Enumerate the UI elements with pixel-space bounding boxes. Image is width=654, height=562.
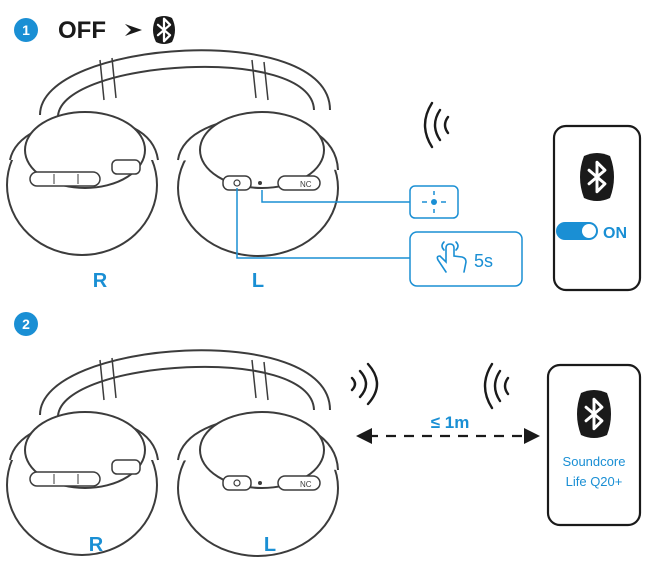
nc-button-label: NC (300, 180, 312, 189)
distance-arrow (356, 428, 540, 444)
bluetooth-toggle[interactable] (556, 222, 598, 240)
right-earcup-label: R (89, 534, 104, 556)
left-earcup-label: L (252, 270, 264, 292)
bluetooth-icon (153, 16, 175, 44)
step1-number-badge (14, 18, 38, 42)
step1-headphones: NC (6, 49, 339, 257)
step1-header: 1 OFF (14, 16, 175, 44)
bluetooth-icon (580, 153, 614, 201)
right-earcup-label: R (93, 270, 108, 292)
led-blink-icon (422, 191, 446, 213)
distance-label: ≤ 1m (431, 413, 470, 432)
led-indicator-callout (409, 185, 459, 219)
step2-number: 2 (22, 316, 30, 332)
signal-waves-icon (350, 362, 379, 406)
step2-headphones: NC (6, 349, 339, 557)
press-hold-callout: 5s (409, 231, 523, 287)
step2-header: 2 (14, 312, 38, 336)
arrow-right-icon (125, 24, 142, 36)
press-duration: 5s (474, 251, 493, 271)
step1-number: 1 (22, 22, 30, 38)
toggle-state-label: ON (603, 225, 627, 242)
left-earcup-label: L (264, 534, 276, 556)
phone-step1: ON (552, 124, 642, 292)
signal-waves-icon (483, 362, 510, 410)
phone-step2: Soundcore Life Q20+ (546, 363, 642, 527)
finger-press-icon (436, 241, 467, 273)
nc-button-label: NC (300, 480, 312, 489)
signal-waves-icon (423, 101, 450, 149)
device-name-line2[interactable]: Life Q20+ (566, 474, 623, 489)
step2-number-badge (14, 312, 38, 336)
device-name-line1[interactable]: Soundcore (563, 454, 626, 469)
bluetooth-icon (577, 390, 611, 438)
off-label: OFF (58, 17, 106, 44)
